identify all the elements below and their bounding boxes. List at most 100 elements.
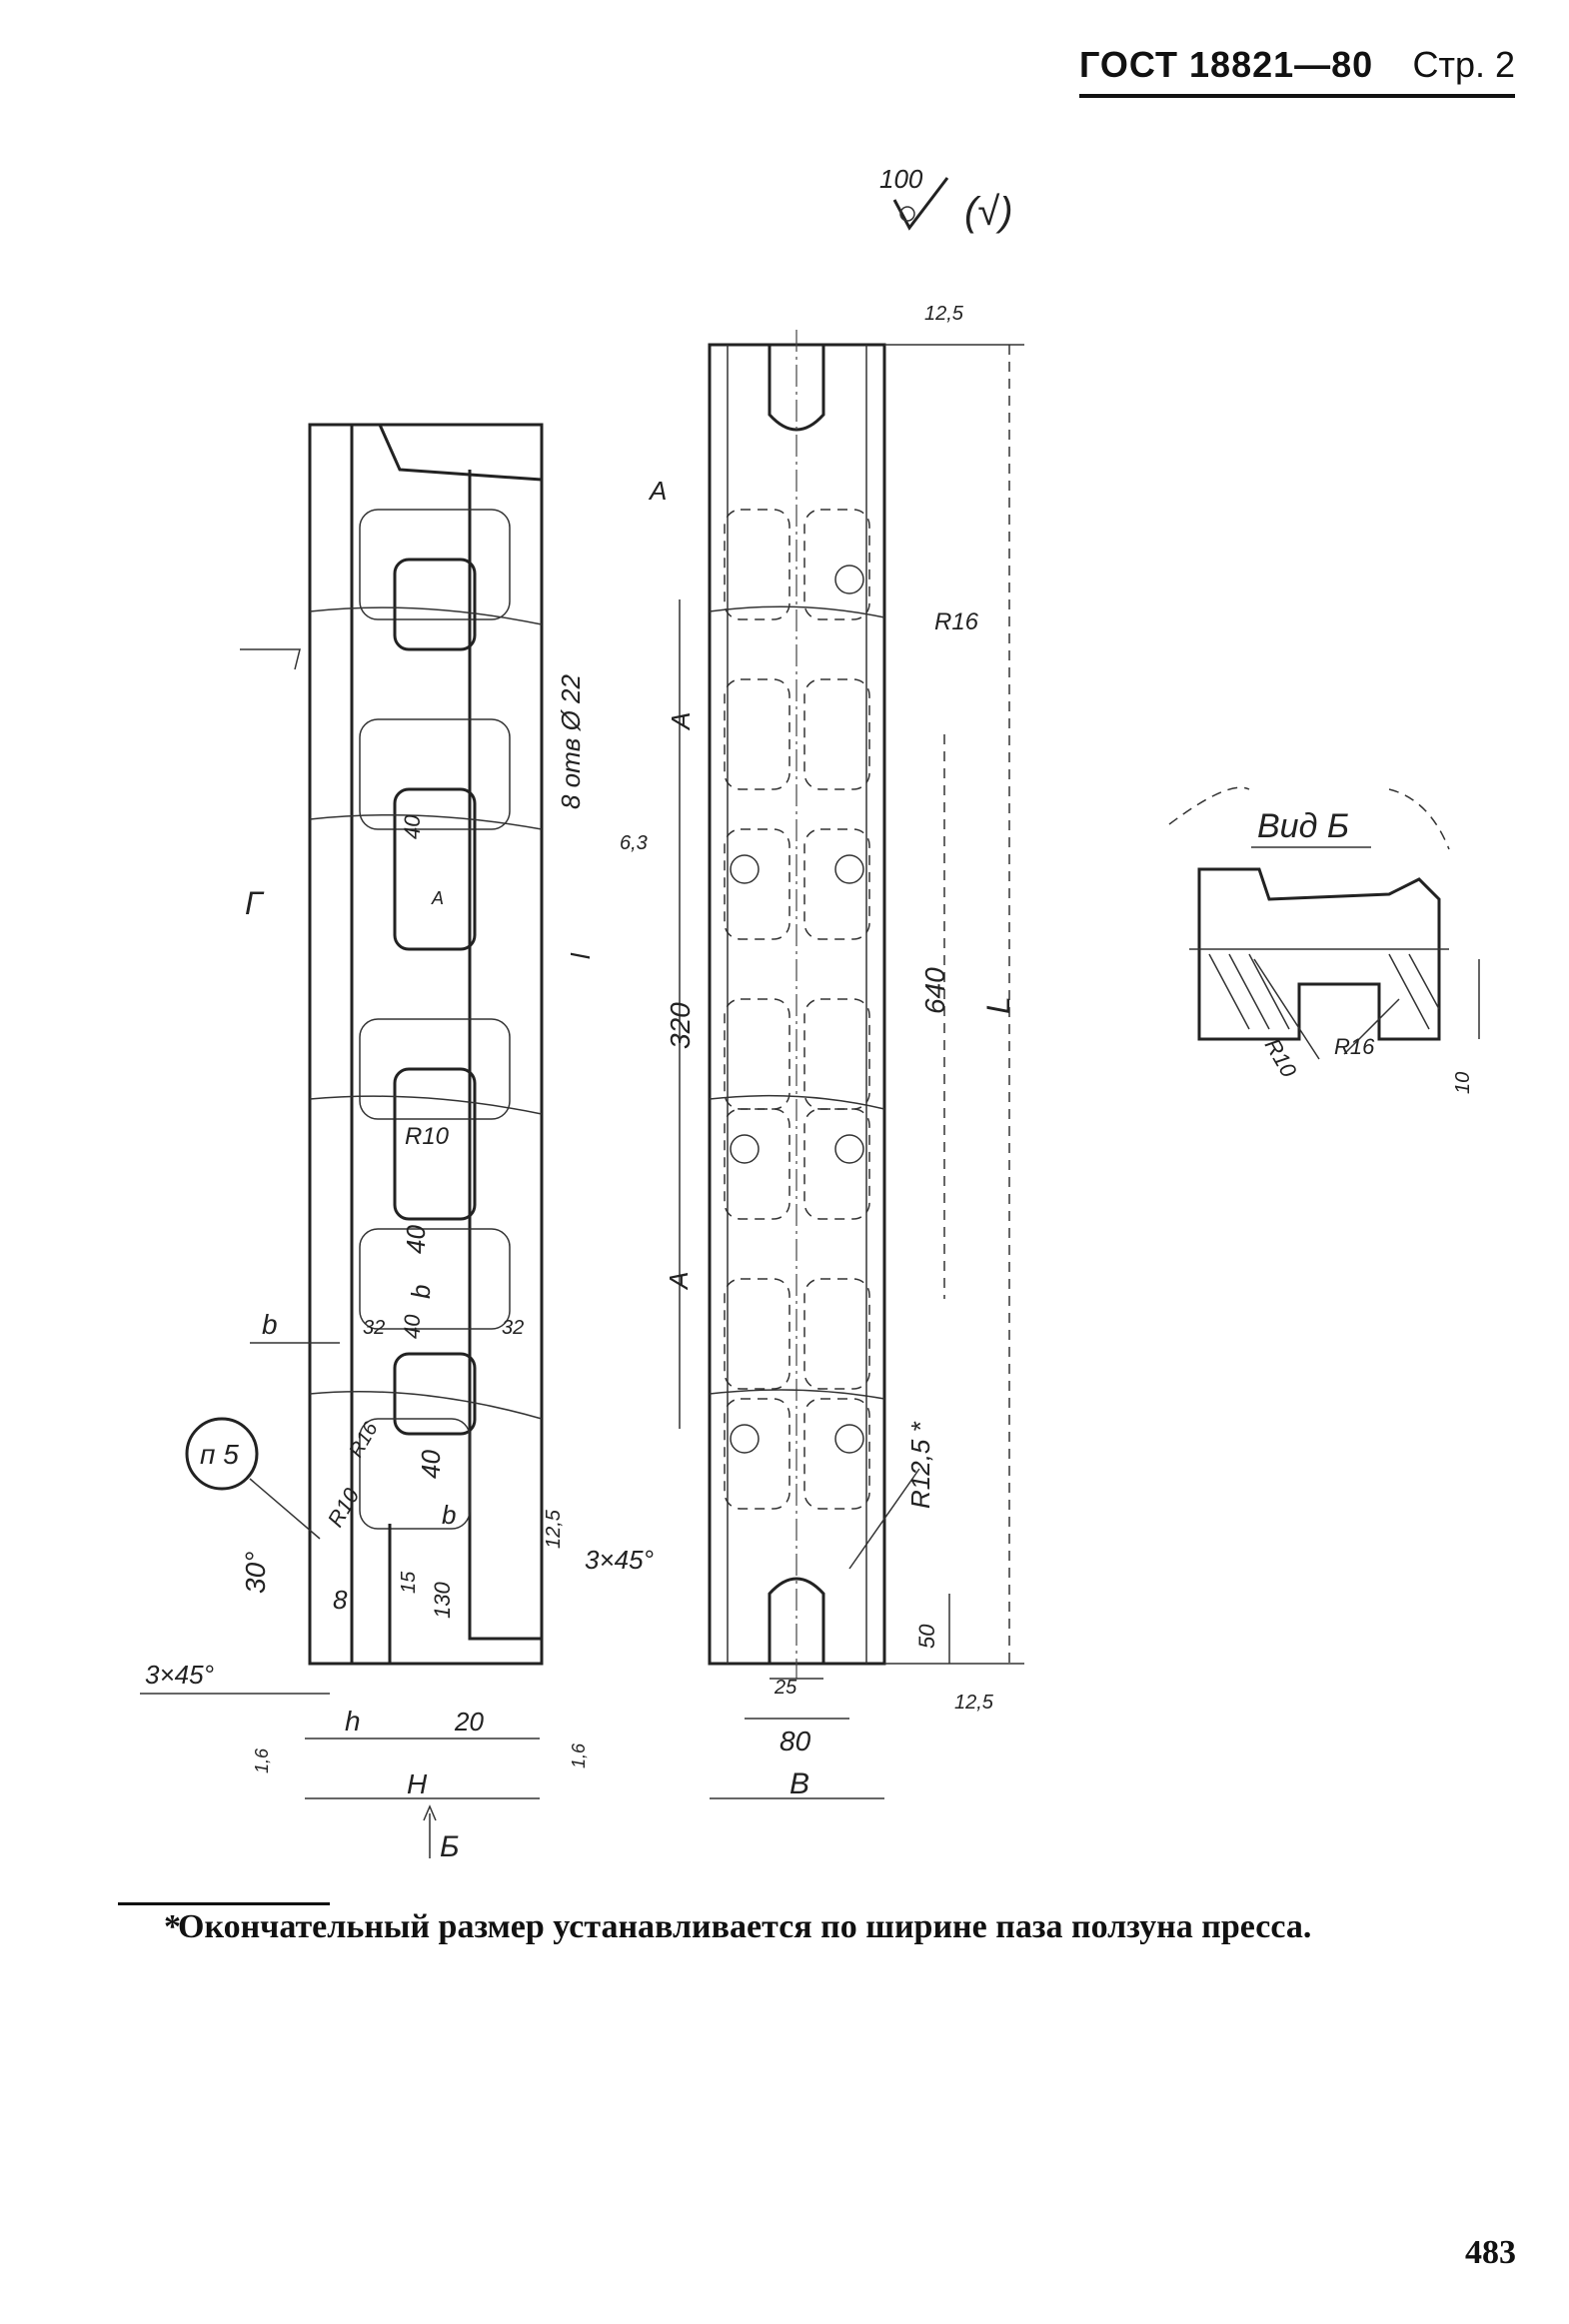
label-B: B bbox=[789, 1767, 809, 1800]
right-cell-7 bbox=[724, 998, 790, 1110]
left-view: Г А 8 отв Ø 22 6,3 l R10 40 40 40 40 b b… bbox=[140, 423, 654, 1863]
label-d40a: 40 bbox=[400, 814, 425, 839]
roughness-circle-icon bbox=[899, 206, 915, 222]
label-g: Г bbox=[245, 885, 265, 921]
label-d32b: 32 bbox=[502, 1317, 524, 1339]
view-b-arrowhead-icon bbox=[423, 1804, 437, 1821]
label-d130: 130 bbox=[430, 1582, 455, 1619]
label-r10b: R10 bbox=[323, 1483, 365, 1531]
label-d40d: 40 bbox=[416, 1450, 446, 1479]
left-break-1 bbox=[309, 606, 543, 625]
hole-icon bbox=[730, 1424, 760, 1454]
left-slot-window-4 bbox=[393, 1352, 477, 1436]
label-a2: А bbox=[666, 712, 696, 731]
label-chamfer1: 3×45° bbox=[145, 1660, 214, 1690]
label-r125: R12,5 * bbox=[905, 1421, 935, 1509]
right-slot-pattern bbox=[724, 509, 870, 1510]
section-hatch bbox=[1208, 953, 1440, 1030]
left-slot-pattern bbox=[359, 509, 511, 1530]
label-a-mark: А bbox=[431, 888, 444, 908]
roughness-value: 100 bbox=[879, 164, 923, 194]
document-number: ГОСТ 18821—80 bbox=[1079, 44, 1374, 85]
hole-icon bbox=[834, 565, 864, 594]
header-rule bbox=[1079, 94, 1515, 98]
left-slot-4 bbox=[359, 1228, 511, 1330]
label-chamfer2: 3×45° bbox=[585, 1545, 654, 1575]
label-b2: b bbox=[406, 1285, 436, 1299]
label-b3: b bbox=[442, 1500, 456, 1530]
roughness-symbol: 100 (√) bbox=[879, 164, 1013, 234]
left-slot-1 bbox=[359, 509, 511, 620]
footnote-rule bbox=[118, 1902, 330, 1905]
left-slot-window-1 bbox=[393, 558, 477, 651]
label-r10: R10 bbox=[405, 1123, 450, 1150]
right-holes bbox=[730, 565, 864, 1454]
label-h: h bbox=[345, 1706, 361, 1737]
footnote-text: Окончательный размер устанавливается по … bbox=[178, 1908, 1312, 1945]
right-cell-2 bbox=[803, 509, 870, 620]
left-slot-2 bbox=[359, 718, 511, 830]
right-cell-14 bbox=[803, 1398, 870, 1510]
label-b1: b bbox=[262, 1309, 278, 1340]
right-cell-1 bbox=[724, 509, 790, 620]
roughness-check-icon bbox=[892, 177, 949, 231]
label-note: п 5 bbox=[200, 1439, 239, 1470]
left-break-2 bbox=[309, 814, 543, 830]
label-d32a: 32 bbox=[363, 1317, 385, 1339]
label-d8: 8 bbox=[333, 1585, 348, 1615]
page-header: ГОСТ 18821—80 Стр. 2 bbox=[1079, 38, 1515, 100]
roughness-general: (√) bbox=[964, 190, 1013, 234]
label-d80: 80 bbox=[780, 1726, 811, 1756]
section-view: Вид Б R10 R16 10 bbox=[1168, 786, 1480, 1094]
right-cell-4 bbox=[803, 678, 870, 790]
left-slot-5 bbox=[359, 1418, 471, 1530]
label-angle30: 30° bbox=[240, 1552, 271, 1594]
hole-icon bbox=[730, 1134, 760, 1164]
right-cell-3 bbox=[724, 678, 790, 790]
label-r125: 12,5 bbox=[543, 1509, 565, 1549]
label-d40c: 40 bbox=[400, 1314, 425, 1339]
hole-icon bbox=[730, 854, 760, 884]
right-cell-5 bbox=[724, 828, 790, 940]
label-a1: А bbox=[648, 476, 667, 506]
label-H: H bbox=[407, 1768, 428, 1799]
label-r125top: 12,5 bbox=[924, 303, 964, 325]
label-r16: 1,6 bbox=[252, 1747, 272, 1773]
label-r63: 6,3 bbox=[620, 832, 648, 854]
note-circle bbox=[185, 1417, 259, 1491]
label-d20: 20 bbox=[454, 1707, 484, 1737]
right-cell-9 bbox=[724, 1108, 790, 1220]
left-foot bbox=[350, 1524, 542, 1664]
label-r125bot: 12,5 bbox=[954, 1692, 994, 1714]
page-label: Стр. 2 bbox=[1412, 44, 1515, 85]
left-slot-window-2 bbox=[393, 787, 477, 951]
section-leader-r10 bbox=[1253, 958, 1320, 1060]
section-leader-r16 bbox=[1343, 998, 1400, 1055]
section-label-r16: R16 bbox=[1334, 1034, 1375, 1059]
hole-icon bbox=[834, 854, 864, 884]
right-cell-8 bbox=[803, 998, 870, 1110]
g-mark bbox=[240, 648, 301, 670]
right-cell-11 bbox=[724, 1278, 790, 1390]
left-view-outline bbox=[308, 423, 544, 1666]
right-cell-6 bbox=[803, 828, 870, 940]
r125-leader bbox=[848, 1468, 920, 1570]
label-d50: 50 bbox=[914, 1624, 939, 1649]
section-label-d10: 10 bbox=[1452, 1072, 1474, 1094]
label-d15: 15 bbox=[398, 1571, 420, 1594]
label-r16b: 1,6 bbox=[569, 1743, 589, 1768]
hole-icon bbox=[834, 1134, 864, 1164]
technical-drawing: 100 (√) bbox=[140, 164, 1480, 1863]
section-label-r10: R10 bbox=[1260, 1034, 1302, 1082]
label-a3: А bbox=[664, 1272, 694, 1291]
right-cell-13 bbox=[724, 1398, 790, 1510]
left-break-3 bbox=[309, 1095, 543, 1115]
note-leader bbox=[249, 1478, 321, 1540]
label-r16: R16 bbox=[934, 608, 979, 635]
label-l: l bbox=[566, 952, 596, 959]
label-d25: 25 bbox=[774, 1677, 797, 1699]
section-outline bbox=[1197, 867, 1441, 1041]
label-d40b: 40 bbox=[401, 1225, 431, 1254]
page-number: 483 bbox=[1465, 2234, 1516, 2271]
hole-icon bbox=[834, 1424, 864, 1454]
